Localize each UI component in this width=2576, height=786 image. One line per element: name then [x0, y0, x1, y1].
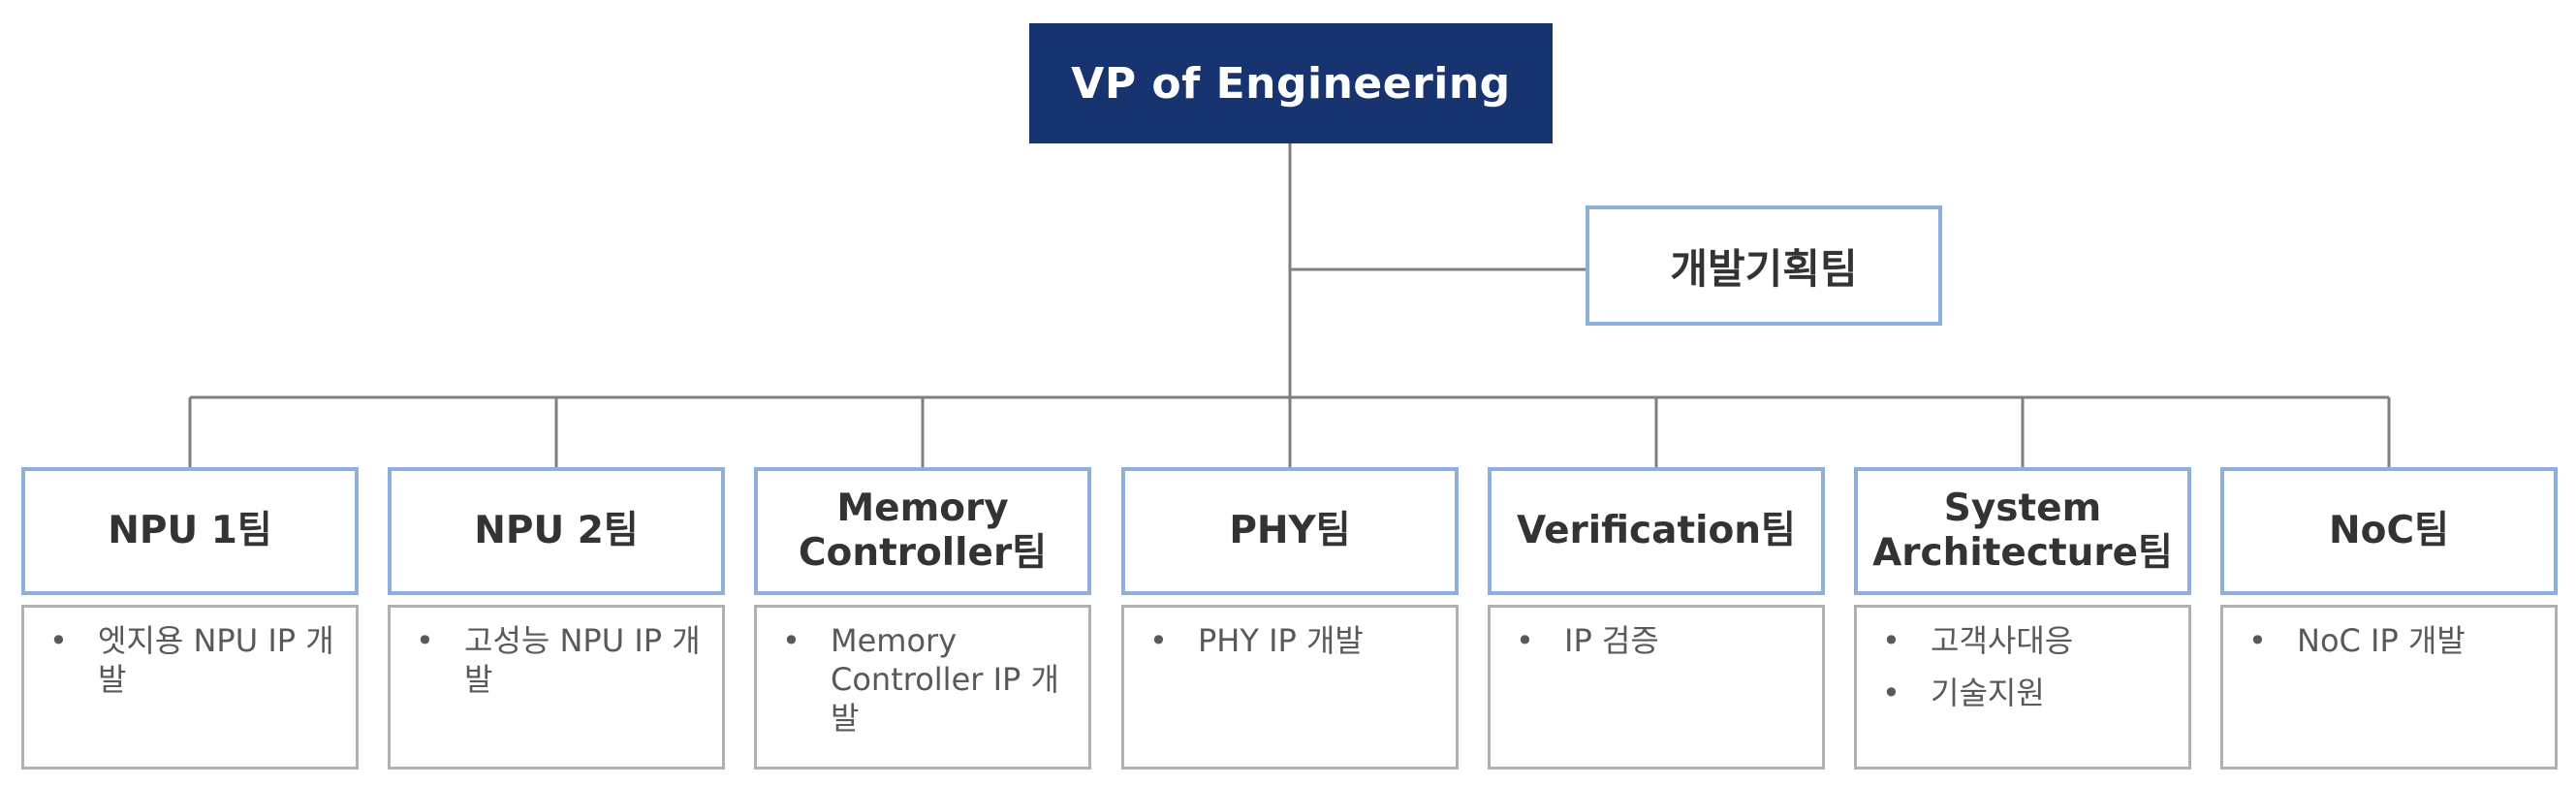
- dev-planning-team-box: 개발기획팀: [1586, 205, 1942, 326]
- team-drop-lines: [188, 397, 2391, 467]
- team-npu1-head: NPU 1팀: [21, 467, 359, 595]
- duty-text: IP 검증: [1564, 622, 1659, 659]
- team-system-architecture-duties: • 고객사대응 • 기술지원: [1854, 605, 2191, 770]
- duty-text: PHY IP 개발: [1198, 622, 1364, 659]
- vp-engineering-title: VP of Engineering: [1071, 58, 1511, 109]
- team-phy: PHY팀 • PHY IP 개발: [1121, 467, 1459, 770]
- team-verification: Verification팀 • IP 검증: [1488, 467, 1825, 770]
- bullet-dot-icon: •: [782, 622, 801, 659]
- duty-item: • 고성능 NPU IP 개발: [416, 621, 710, 699]
- team-memory-controller-head: Memory Controller팀: [754, 467, 1091, 595]
- bullet-dot-icon: •: [1882, 675, 1901, 711]
- team-noc-head: NoC팀: [2220, 467, 2558, 595]
- team-memory-controller-duties: • Memory Controller IP 개발: [754, 605, 1091, 770]
- duty-item: • IP 검증: [1516, 621, 1810, 660]
- dev-planning-team-title: 개발기획팀: [1670, 244, 1858, 293]
- team-memory-controller: Memory Controller팀 • Memory Controller IP…: [754, 467, 1091, 770]
- team-npu1-duties: • 엣지용 NPU IP 개발: [21, 605, 359, 770]
- duty-text: 고객사대응: [1931, 622, 2074, 659]
- duty-text: 엣지용 NPU IP 개발: [98, 622, 334, 698]
- duty-text: 기술지원: [1931, 675, 2045, 711]
- team-verification-name: Verification팀: [1517, 509, 1796, 552]
- team-memory-controller-name: Memory Controller팀: [798, 487, 1048, 575]
- bullet-dot-icon: •: [1149, 622, 1168, 659]
- team-noc: NoC팀 • NoC IP 개발: [2220, 467, 2558, 770]
- bullet-dot-icon: •: [1882, 622, 1901, 659]
- team-npu1: NPU 1팀 • 엣지용 NPU IP 개발: [21, 467, 359, 770]
- duty-item: • 엣지용 NPU IP 개발: [49, 621, 344, 699]
- bullet-dot-icon: •: [49, 622, 68, 659]
- duty-item: • NoC IP 개발: [2248, 621, 2543, 660]
- team-npu2-name: NPU 2팀: [474, 509, 639, 552]
- bullet-dot-icon: •: [1516, 622, 1534, 659]
- team-phy-name: PHY팀: [1229, 509, 1351, 552]
- bullet-dot-icon: •: [2248, 622, 2267, 659]
- duty-item: • 고객사대응: [1882, 621, 2177, 660]
- team-system-architecture-name: System Architecture팀: [1872, 487, 2173, 575]
- team-system-architecture-head: System Architecture팀: [1854, 467, 2191, 595]
- team-npu2-duties: • 고성능 NPU IP 개발: [388, 605, 725, 770]
- bullet-dot-icon: •: [416, 622, 434, 659]
- team-system-architecture: System Architecture팀 • 고객사대응 • 기술지원: [1854, 467, 2191, 770]
- duty-item: • 기술지원: [1882, 674, 2177, 712]
- team-noc-duties: • NoC IP 개발: [2220, 605, 2558, 770]
- team-verification-head: Verification팀: [1488, 467, 1825, 595]
- duty-text: Memory Controller IP 개발: [831, 622, 1059, 737]
- vp-engineering-box: VP of Engineering: [1029, 23, 1553, 143]
- duty-text: NoC IP 개발: [2297, 622, 2466, 659]
- team-verification-duties: • IP 검증: [1488, 605, 1825, 770]
- team-npu2: NPU 2팀 • 고성능 NPU IP 개발: [388, 467, 725, 770]
- team-noc-name: NoC팀: [2329, 509, 2449, 552]
- duty-text: 고성능 NPU IP 개발: [464, 622, 701, 698]
- team-npu1-name: NPU 1팀: [108, 509, 272, 552]
- team-phy-head: PHY팀: [1121, 467, 1459, 595]
- team-phy-duties: • PHY IP 개발: [1121, 605, 1459, 770]
- team-npu2-head: NPU 2팀: [388, 467, 725, 595]
- duty-item: • PHY IP 개발: [1149, 621, 1444, 660]
- duty-item: • Memory Controller IP 개발: [782, 621, 1077, 738]
